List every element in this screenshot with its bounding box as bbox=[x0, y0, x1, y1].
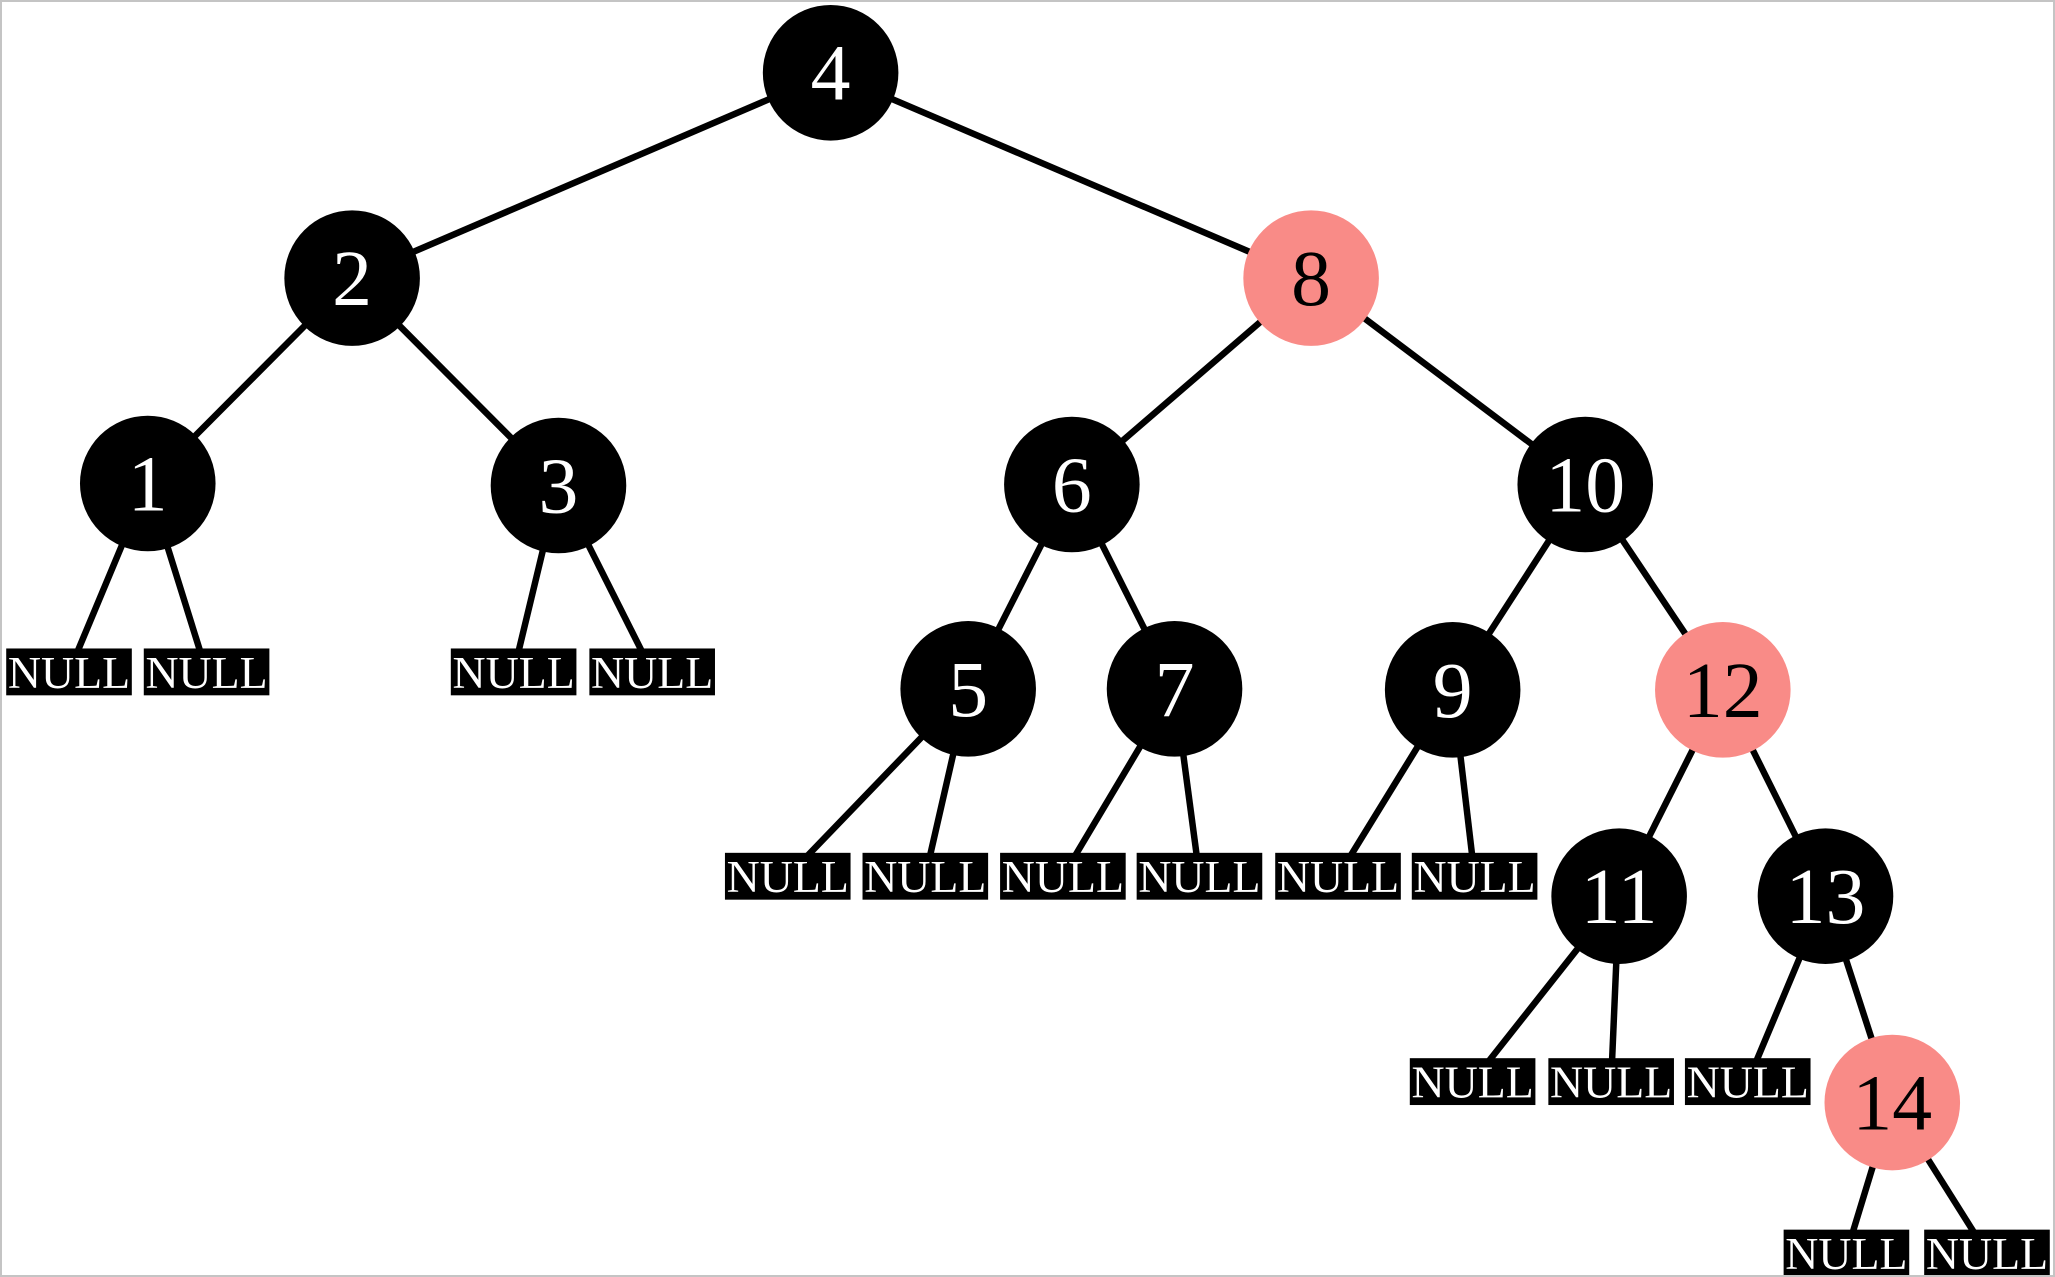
null-leaf-null-5R: NULL bbox=[862, 851, 989, 902]
null-leaf-box bbox=[1548, 1058, 1674, 1106]
tree-node-8: 8 bbox=[1243, 210, 1379, 346]
tree-node-4: 4 bbox=[762, 4, 899, 141]
tree-node-1: 1 bbox=[79, 415, 216, 552]
node-value-label: 10 bbox=[1545, 441, 1625, 529]
null-leaf-label: NULL bbox=[1413, 851, 1535, 902]
tree-edge-4-2 bbox=[350, 69, 832, 282]
null-leaf-null-13L: NULL bbox=[1684, 1057, 1811, 1108]
null-leaf-null-7R: NULL bbox=[1136, 851, 1263, 902]
node-circle bbox=[1655, 622, 1791, 758]
node-value-label: 5 bbox=[948, 646, 988, 734]
tree-node-7: 7 bbox=[1106, 621, 1243, 757]
node-circle bbox=[490, 417, 627, 554]
null-leaf-null-3R: NULL bbox=[589, 647, 715, 698]
null-leaf-label: NULL bbox=[1785, 1228, 1907, 1275]
node-value-label: 4 bbox=[811, 30, 851, 118]
tree-node-6: 6 bbox=[1004, 416, 1140, 553]
null-leaf-box bbox=[1924, 1229, 2050, 1275]
null-leaf-box bbox=[724, 852, 851, 900]
node-circle bbox=[762, 4, 899, 141]
node-value-label: 12 bbox=[1683, 647, 1763, 735]
null-leaf-label: NULL bbox=[1550, 1057, 1672, 1108]
null-leaf-box bbox=[6, 648, 132, 696]
tree-node-3: 3 bbox=[490, 417, 627, 554]
tree-edge-4-8 bbox=[829, 69, 1313, 282]
node-value-label: 6 bbox=[1052, 441, 1092, 529]
null-leaf-box bbox=[1275, 852, 1401, 900]
tree-node-13: 13 bbox=[1757, 828, 1894, 964]
node-value-label: 3 bbox=[539, 442, 579, 530]
node-circle bbox=[1384, 622, 1521, 758]
node-value-label: 13 bbox=[1786, 853, 1866, 941]
null-leaf-box bbox=[1684, 1058, 1811, 1106]
null-leaf-label: NULL bbox=[8, 647, 130, 698]
null-leaf-box bbox=[1136, 852, 1263, 900]
null-leaf-null-9L: NULL bbox=[1275, 851, 1401, 902]
tree-node-2: 2 bbox=[284, 210, 420, 346]
node-circle bbox=[1551, 828, 1687, 964]
node-value-label: 14 bbox=[1852, 1059, 1932, 1147]
node-circle bbox=[1517, 416, 1654, 553]
node-circle bbox=[1243, 210, 1379, 346]
null-leaf-label: NULL bbox=[452, 647, 574, 698]
null-leaf-null-3L: NULL bbox=[450, 647, 577, 698]
null-leaf-box bbox=[1411, 852, 1538, 900]
node-value-label: 11 bbox=[1581, 853, 1658, 941]
node-value-label: 2 bbox=[332, 235, 372, 323]
null-leaf-null-1L: NULL bbox=[6, 647, 132, 698]
null-leaf-label: NULL bbox=[1138, 851, 1260, 902]
null-leaf-box bbox=[143, 648, 270, 696]
null-leaf-label: NULL bbox=[1002, 851, 1124, 902]
null-leaf-box bbox=[450, 648, 577, 696]
null-leaf-box bbox=[1000, 852, 1126, 900]
node-value-label: 8 bbox=[1291, 235, 1331, 323]
node-circle bbox=[1824, 1034, 1961, 1171]
null-leaf-null-1R: NULL bbox=[143, 647, 270, 698]
null-leaf-box bbox=[862, 852, 989, 900]
tree-node-12: 12 bbox=[1655, 622, 1791, 758]
null-leaf-label: NULL bbox=[727, 851, 849, 902]
null-leaf-box bbox=[589, 648, 715, 696]
tree-node-9: 9 bbox=[1384, 622, 1521, 758]
null-leaf-label: NULL bbox=[145, 647, 267, 698]
tree-node-10: 10 bbox=[1517, 416, 1654, 553]
null-leaf-null-5L: NULL bbox=[724, 851, 851, 902]
node-circle bbox=[1757, 828, 1894, 964]
node-circle bbox=[1004, 416, 1140, 553]
node-value-label: 9 bbox=[1433, 647, 1473, 735]
node-circle bbox=[284, 210, 420, 346]
node-circle bbox=[79, 415, 216, 552]
node-circle bbox=[900, 621, 1036, 757]
null-leaf-null-14R: NULL bbox=[1924, 1228, 2050, 1275]
node-value-label: 7 bbox=[1155, 646, 1195, 734]
null-leaf-null-7L: NULL bbox=[1000, 851, 1126, 902]
null-leaf-null-14L: NULL bbox=[1783, 1228, 1910, 1275]
null-leaf-label: NULL bbox=[864, 851, 986, 902]
null-leaf-box bbox=[1409, 1058, 1536, 1106]
null-leaf-label: NULL bbox=[1926, 1228, 2048, 1275]
null-leaf-label: NULL bbox=[1687, 1057, 1809, 1108]
tree-node-11: 11 bbox=[1551, 828, 1687, 964]
null-leaf-label: NULL bbox=[1277, 851, 1399, 902]
null-leaf-label: NULL bbox=[1411, 1057, 1533, 1108]
null-leaf-null-9R: NULL bbox=[1411, 851, 1538, 902]
null-leaf-null-11R: NULL bbox=[1548, 1057, 1674, 1108]
node-value-label: 1 bbox=[128, 440, 168, 528]
null-leaf-box bbox=[1783, 1229, 1910, 1275]
null-leaf-label: NULL bbox=[591, 647, 713, 698]
tree-node-14: 14 bbox=[1824, 1034, 1961, 1171]
node-circle bbox=[1106, 621, 1243, 757]
tree-node-5: 5 bbox=[900, 621, 1036, 757]
null-leaf-null-11L: NULL bbox=[1409, 1057, 1536, 1108]
